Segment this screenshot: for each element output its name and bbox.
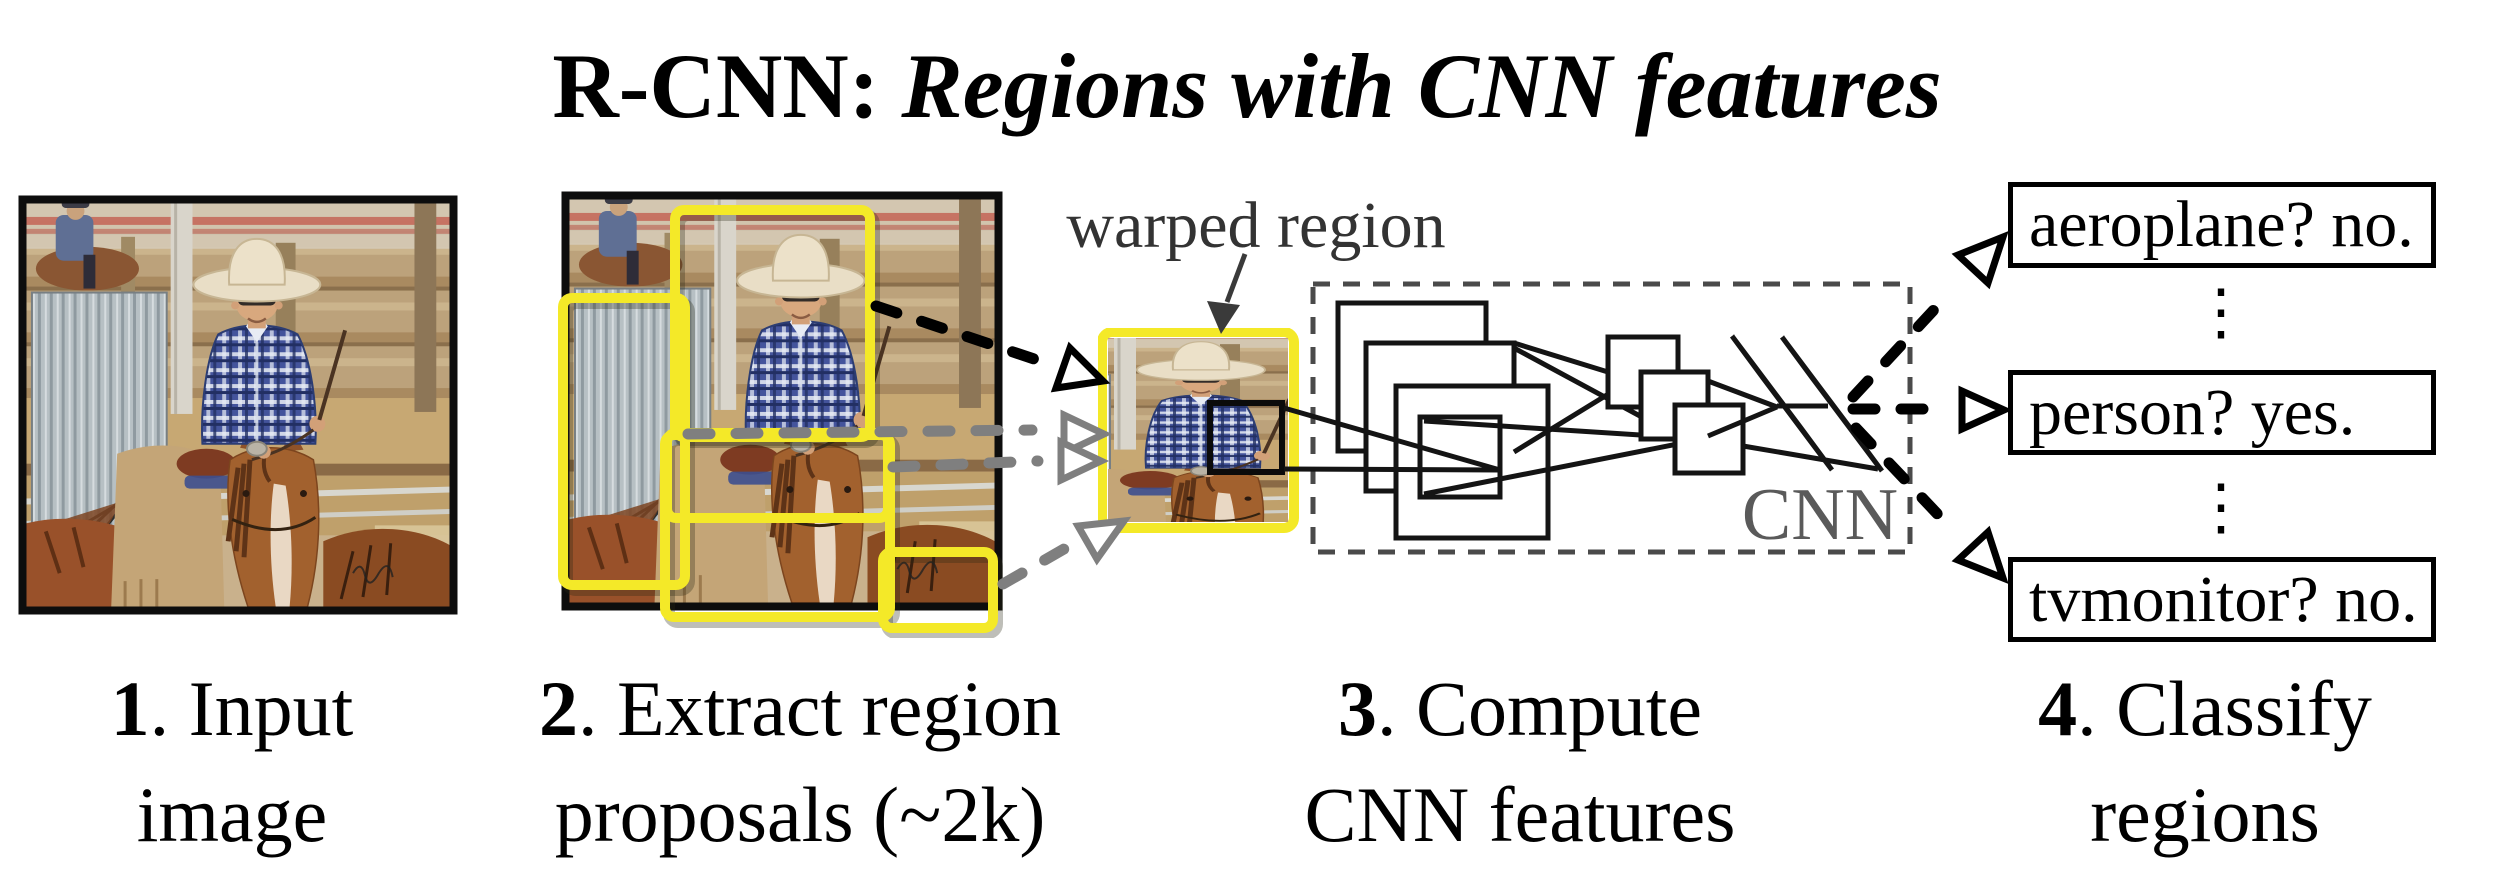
input-image xyxy=(18,195,458,615)
warped-region-label: warped region xyxy=(1066,189,1446,262)
caption-step-2-line1: 2. Extract region xyxy=(539,665,1061,752)
classification-ellipsis-1: ⋮ xyxy=(2190,279,2252,347)
region-proposals-image xyxy=(558,191,1003,638)
figure-title-emphasis: Regions with CNN features xyxy=(901,35,1942,137)
warped-region-thumbnail xyxy=(1098,328,1299,533)
figure-title: R-CNN:Regions with CNN features xyxy=(0,36,2494,136)
cnn-label: CNN xyxy=(1741,474,1899,556)
receptive-field-square xyxy=(1207,400,1285,475)
caption-step-4-line1: 4. Classify xyxy=(2038,665,2372,752)
caption-step-3-line2: CNN features xyxy=(1304,771,1736,858)
caption-step-3: 3. Compute CNN features xyxy=(1200,656,1840,868)
classification-label-tvmonitor: tvmonitor? no. xyxy=(2029,562,2418,636)
caption-step-4: 4. Classify regions xyxy=(1885,656,2494,868)
classification-ellipsis-2: ⋮ xyxy=(2190,474,2252,542)
input-image-frame xyxy=(18,195,458,615)
region-proposal-second-horse xyxy=(878,547,998,633)
classification-label-aeroplane: aeroplane? no. xyxy=(2029,188,2414,261)
caption-step-1-line2: image xyxy=(136,771,328,858)
classification-box-tvmonitor: tvmonitor? no. xyxy=(2008,557,2436,642)
classification-box-person: person? yes. xyxy=(2008,370,2436,455)
conv-stack-2 xyxy=(1605,334,1746,476)
figure-title-prefix: R-CNN: xyxy=(552,35,880,137)
caption-step-2-line2: proposals (~2k) xyxy=(554,771,1046,858)
conv2-map-c xyxy=(1672,402,1746,476)
caption-step-1-line1: 1. Input xyxy=(110,665,354,752)
caption-step-1: 1. Input image xyxy=(62,656,402,868)
warped-label-arrow xyxy=(1207,253,1248,334)
classification-box-aeroplane: aeroplane? no. xyxy=(2008,182,2436,268)
caption-step-3-line1: 3. Compute xyxy=(1338,665,1702,752)
classification-label-person: person? yes. xyxy=(2029,375,2356,449)
fc-layer-1 xyxy=(1729,334,1835,472)
caption-step-4-line2: regions xyxy=(2090,771,2320,858)
caption-step-2: 2. Extract region proposals (~2k) xyxy=(480,656,1120,868)
